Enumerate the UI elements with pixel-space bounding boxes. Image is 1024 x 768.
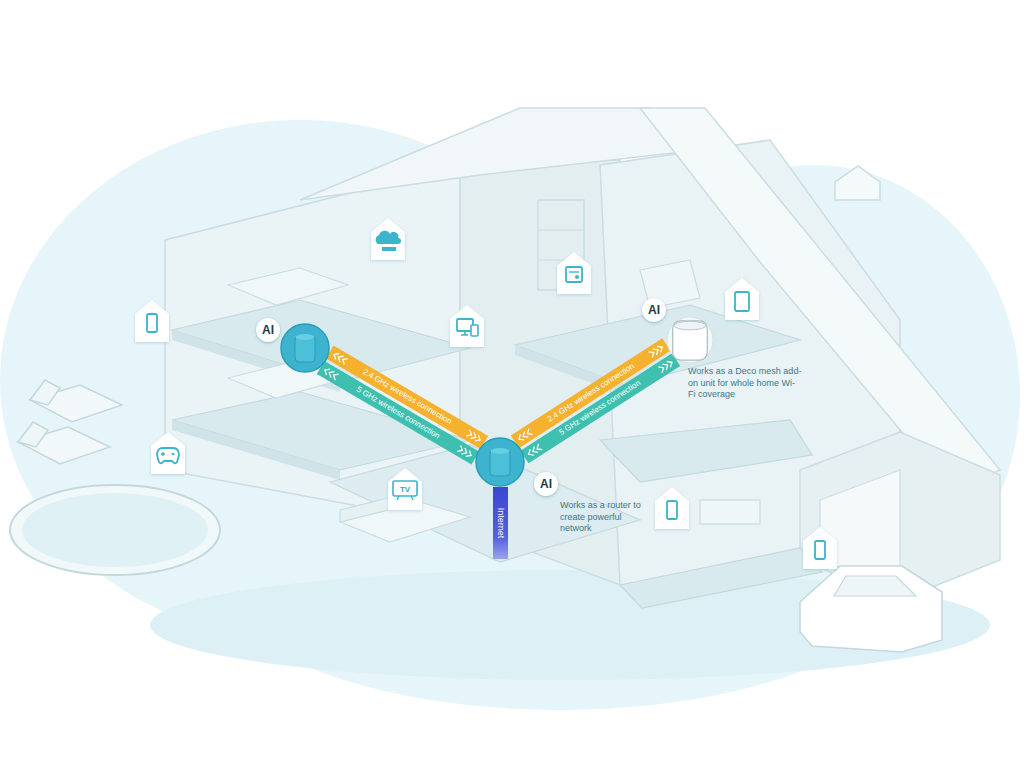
unit-shape [475,437,525,487]
phone-pin [655,487,689,529]
arrowhead [527,429,532,435]
gamepad-cross [161,452,165,456]
pin [388,468,422,510]
dormer [835,166,880,200]
ai-badge: AI [256,318,280,342]
router-unit: AIWorks as a router to create powerful n… [475,437,525,487]
floor-slab [600,420,812,482]
cloud-icon [376,231,401,244]
pin [135,300,169,342]
monitor-stand [461,331,468,335]
floor-edge [172,420,340,480]
unit-halo [476,438,524,486]
gamepad-icon [157,448,179,463]
pin [371,218,405,260]
internet-band: Internet [493,487,508,559]
pin [151,432,185,474]
bed [228,268,348,305]
phone-icon [471,325,478,336]
wireless-band [321,368,476,458]
mesh-unit: AIWorks as a Deco mesh add-on unit for w… [666,316,714,364]
storage-icon [382,247,396,251]
unit-shape [666,316,714,364]
tv-legs [397,496,413,500]
mesh-unit: AI [280,323,330,373]
roof [300,108,700,200]
unit-top [296,334,315,340]
pin [450,305,484,347]
pool-water [22,493,208,567]
pin [803,527,837,569]
wireless-band [330,352,485,442]
lounge-chair-back [18,422,48,447]
phone-icon [147,314,157,332]
phone-pin [135,300,169,342]
arrowhead [537,444,542,450]
band-text: Internet [496,508,506,539]
tablet-pin [725,278,759,320]
shelf [538,229,584,230]
unit-top [674,321,706,330]
pool-rim [10,485,220,575]
wireless-band [524,360,676,457]
unit-halo [281,324,329,372]
arrowhead [334,374,339,380]
unit-shape [280,323,330,373]
tv-pin [388,468,422,510]
unit-body [673,321,708,360]
arrowhead [343,359,348,365]
floor-slab [620,548,822,608]
ai-badge: AI [642,298,666,322]
car [800,566,942,652]
phone-pin [803,527,837,569]
tablet-icon [735,292,749,311]
arrowhead [649,352,654,358]
icon-label: TV [400,485,410,494]
console-pin [557,252,591,294]
gamepad-pin [151,432,185,474]
phone-icon [667,501,677,519]
unit-top [491,448,510,454]
pin [725,278,759,320]
monitor-pin [450,305,484,347]
lounge-chair-back [30,380,60,405]
tv-icon [393,481,417,496]
pin [655,487,689,529]
phone-icon [815,541,825,559]
arrowhead [466,430,471,436]
car-windshield [834,576,916,596]
console-button [575,275,579,279]
console-icon [566,267,582,282]
gamepad-button [172,453,175,456]
wireless-band [515,344,667,441]
unit-description: Works as a Deco mesh add-on unit for who… [688,366,802,401]
cloud-pin [371,218,405,260]
console-slot [569,271,579,272]
pin [557,252,591,294]
unit-halo [667,317,713,363]
table [700,500,760,524]
ai-badge: AI [534,472,558,496]
arrowhead [457,445,462,451]
arrowhead [658,367,663,373]
unit-description: Works as a router to create powerful net… [560,500,650,535]
